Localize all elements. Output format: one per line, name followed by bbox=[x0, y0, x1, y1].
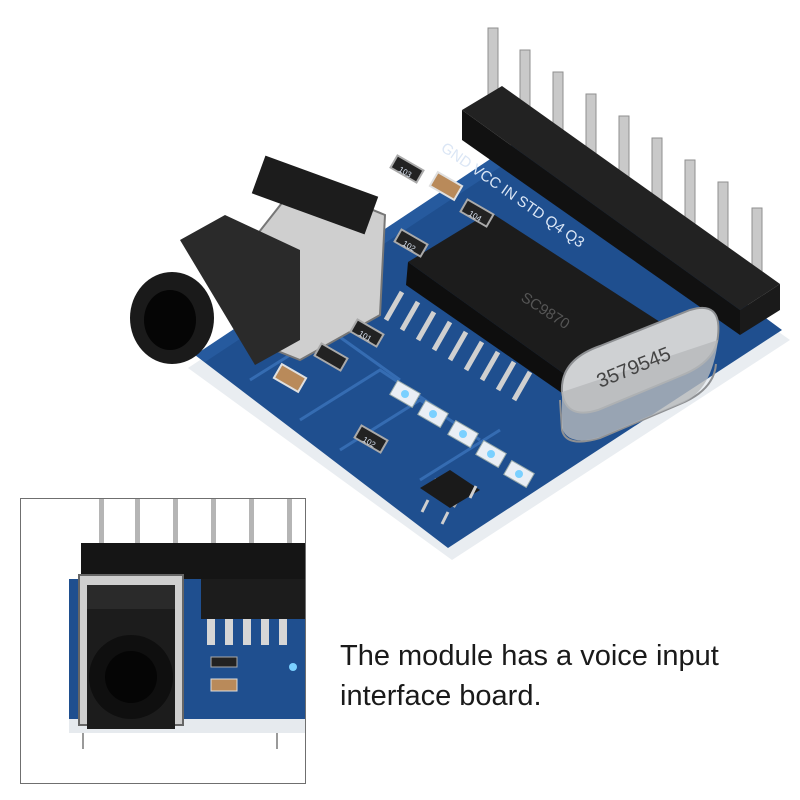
crystal-oscillator: 3579545 bbox=[559, 306, 720, 443]
inset-chip bbox=[201, 579, 305, 619]
pin-header bbox=[462, 27, 780, 335]
inset-photo-frame bbox=[20, 498, 306, 784]
inset-audio-jack bbox=[78, 574, 184, 729]
inset-pins bbox=[99, 499, 292, 549]
transistor bbox=[420, 470, 480, 525]
audio-jack bbox=[130, 155, 387, 365]
status-leds bbox=[389, 379, 535, 489]
product-caption: The module has a voice input interface b… bbox=[340, 640, 719, 712]
smd-capacitors bbox=[272, 170, 464, 394]
decoder-chip: SC9870 bbox=[383, 212, 660, 402]
inset-photo bbox=[21, 499, 305, 783]
